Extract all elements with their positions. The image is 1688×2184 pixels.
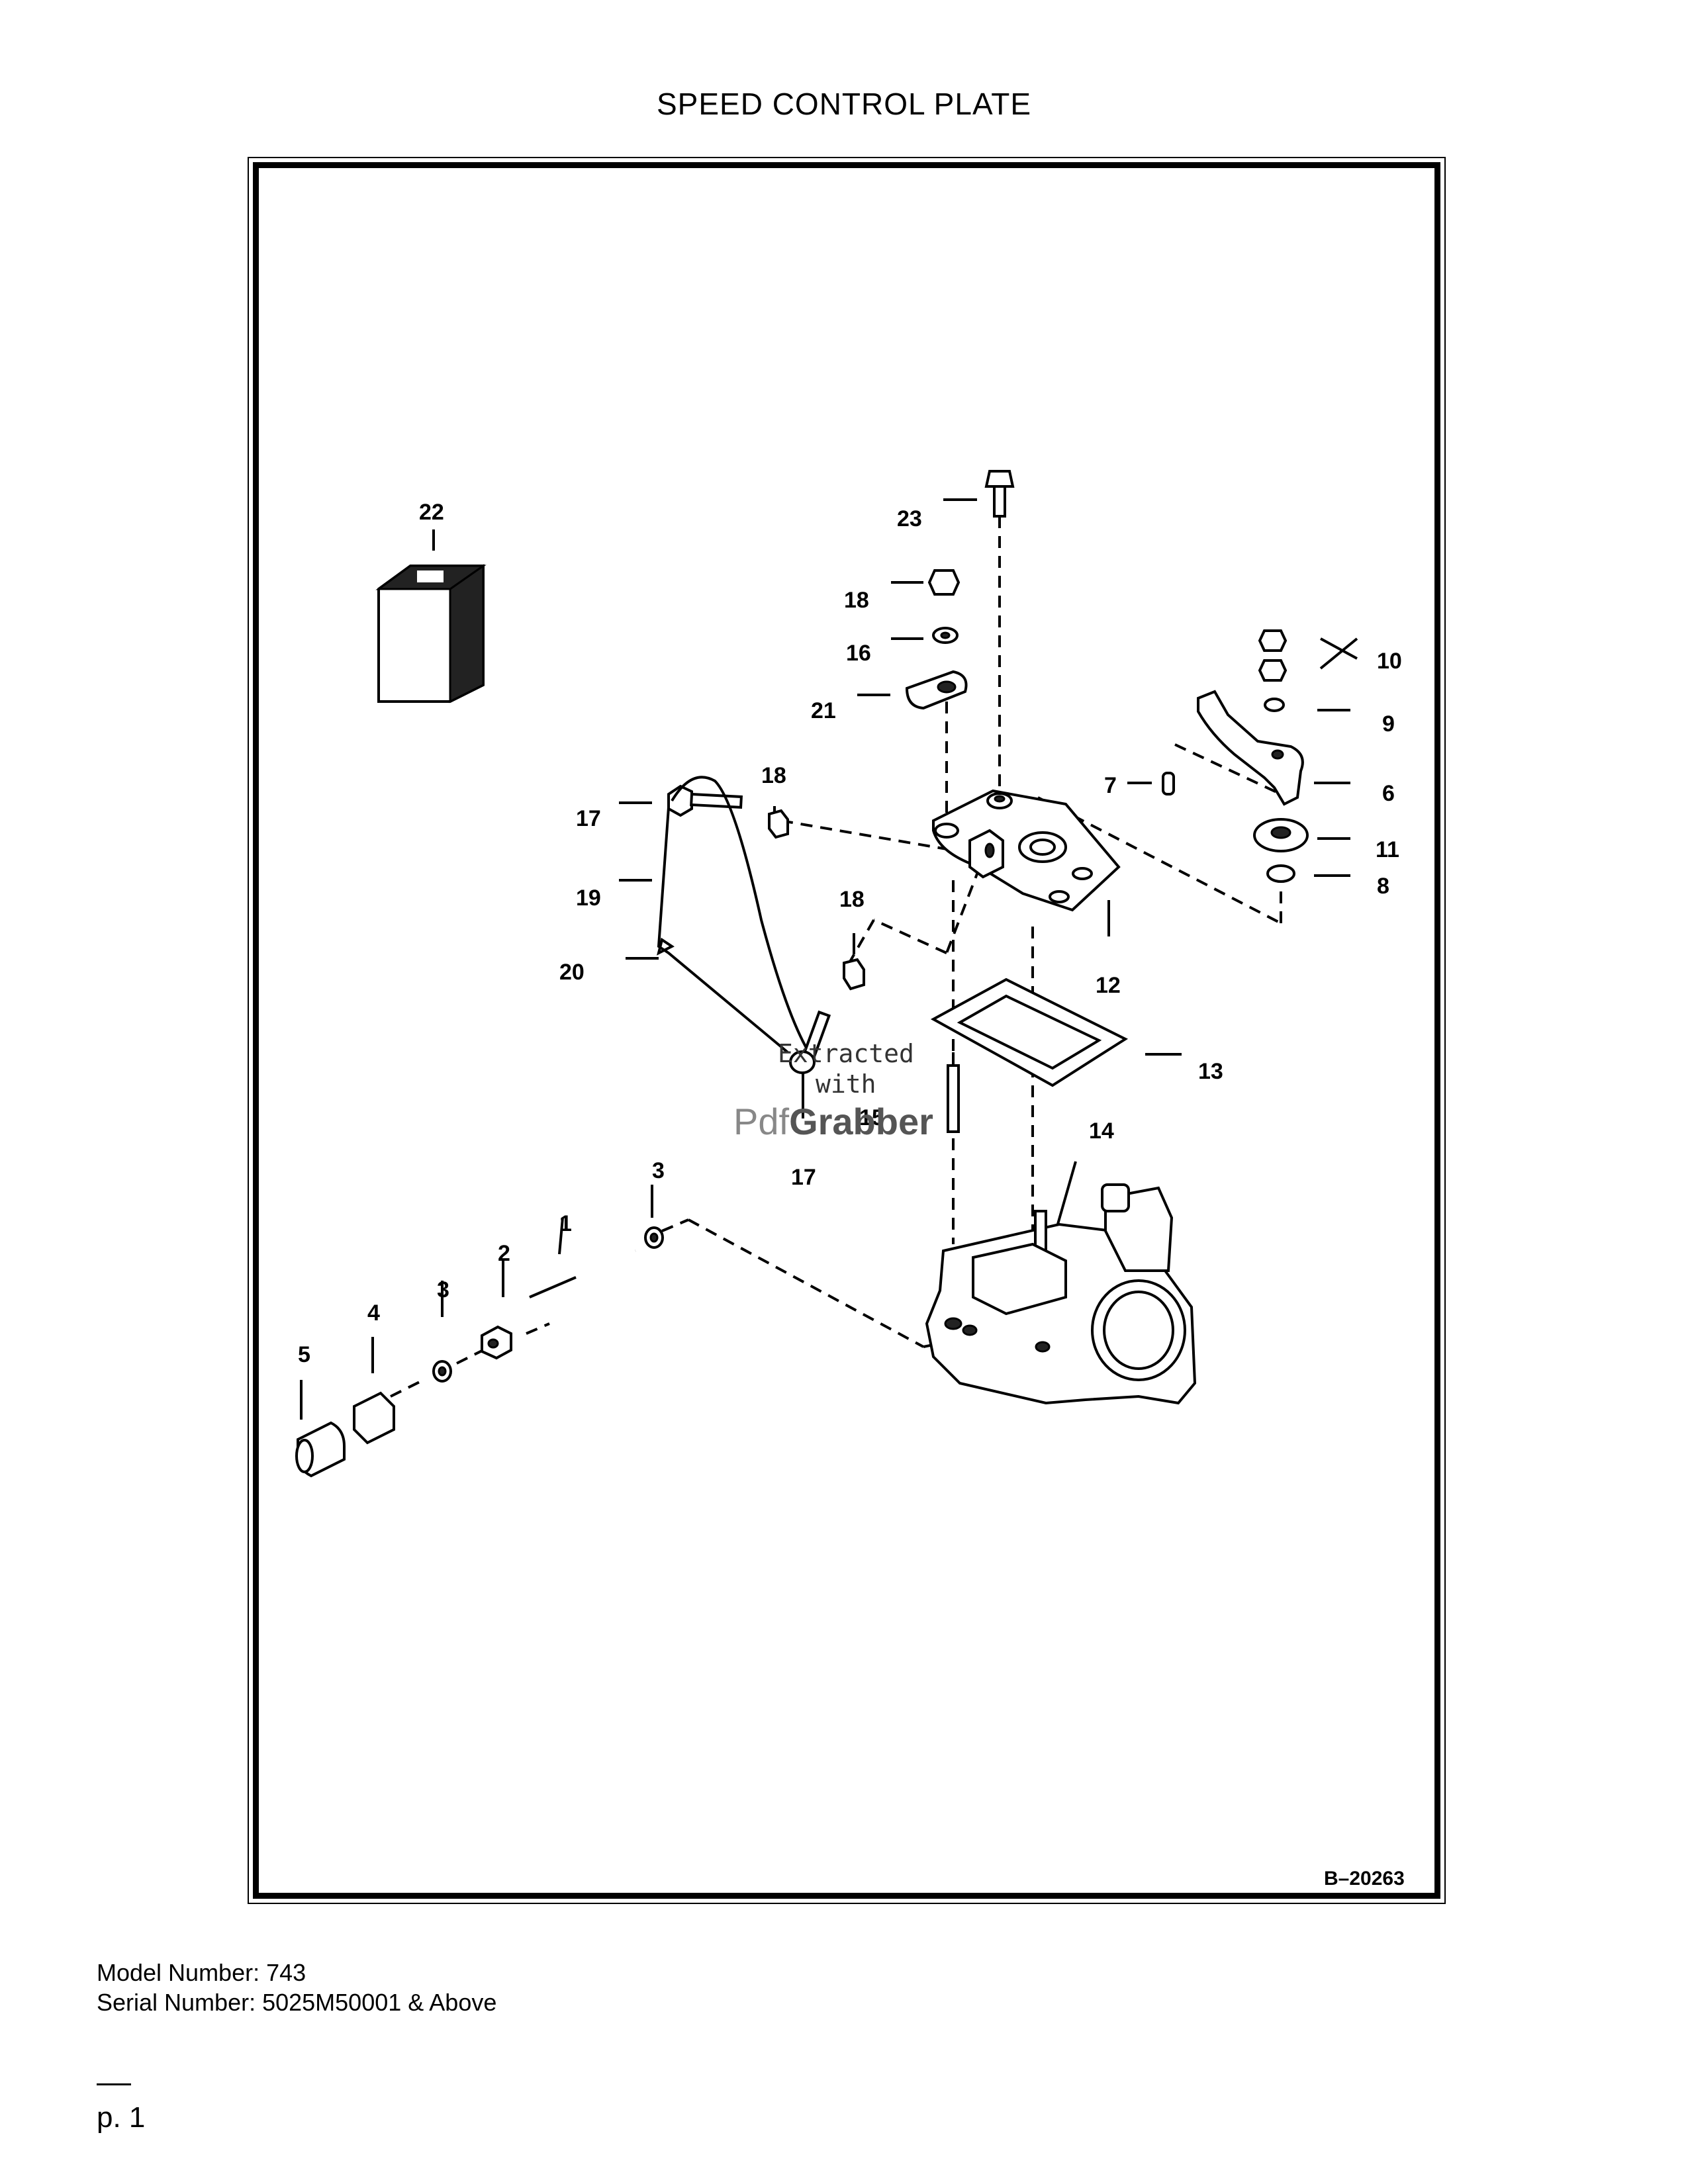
svg-text:14: 14 [1089,1118,1114,1144]
assembly-lines [390,516,1282,1398]
part-23-bolt [984,470,1015,518]
part-21-plate [905,670,968,710]
part-5-cap [295,1421,346,1478]
diagram-frame [253,162,1440,1899]
part-18-nut-middle [768,809,789,839]
part-4-coupler [353,1391,395,1445]
svg-text:8: 8 [1377,874,1389,899]
part-14-housing [925,1183,1197,1405]
part-22-box [375,564,487,704]
part-1-rod [528,1249,637,1299]
svg-text:18: 18 [761,763,786,788]
footer-rule [97,2083,131,2085]
part-2-nut [481,1325,512,1360]
watermark-brand: PdfGrabber [733,1100,933,1143]
svg-text:2: 2 [498,1241,510,1266]
svg-text:10: 10 [1377,649,1402,674]
svg-text:9: 9 [1382,711,1395,737]
svg-text:17: 17 [791,1165,816,1190]
watermark-line1: Extracted [778,1039,914,1068]
svg-text:22: 22 [419,500,444,525]
svg-text:15: 15 [859,1105,884,1130]
part-19-cable [657,776,812,1057]
serial-number: Serial Number: 5025M50001 & Above [97,1989,497,2016]
svg-text:18: 18 [844,588,869,613]
svg-text:21: 21 [811,698,836,723]
part-16-washer [932,627,959,644]
svg-text:3: 3 [437,1277,449,1302]
part-18-nut-top [927,569,961,596]
svg-text:5: 5 [298,1342,310,1367]
svg-text:6: 6 [1382,781,1395,806]
svg-text:3: 3 [652,1158,665,1183]
model-number: Model Number: 743 [97,1959,306,1986]
page-title: SPEED CONTROL PLATE [656,87,1031,121]
diagram-frame-outer [248,157,1446,1904]
svg-text:17: 17 [576,806,601,831]
leader-lines [300,498,1358,1420]
svg-text:13: 13 [1198,1059,1223,1084]
part-6-lever [1197,690,1304,806]
part-3-washer-upper [644,1226,664,1249]
part-7-key [1162,772,1175,796]
svg-text:7: 7 [1104,773,1117,798]
part-17-bolt-lower [789,1010,831,1074]
svg-text:11: 11 [1376,837,1399,862]
watermark-brand-bold: Grabber [789,1101,933,1142]
part-17-bolt-upper [667,784,743,817]
callouts: 1 2 3 3 4 5 6 7 8 9 10 11 12 13 14 15 16… [298,500,1402,1367]
svg-text:4: 4 [367,1300,380,1326]
part-10-nuts [1258,629,1288,682]
svg-text:23: 23 [897,506,922,531]
part-13-gasket [930,978,1129,1087]
svg-text:12: 12 [1096,973,1121,998]
svg-text:19: 19 [576,886,601,911]
drawing-number: B–20263 [1324,1868,1405,1889]
watermark-brand-light: Pdf [733,1101,790,1142]
svg-text:18: 18 [839,887,865,912]
svg-text:16: 16 [846,641,871,666]
part-15-stud [947,1064,960,1133]
part-12-plate [932,789,1121,912]
part-3-washer-lower [432,1360,452,1383]
part-18-nut-lower [843,958,865,991]
part-9-washer [1264,698,1285,712]
svg-text:1: 1 [559,1211,572,1236]
part-8-oring [1266,864,1295,883]
svg-text:20: 20 [559,960,585,985]
part-11-washer [1253,818,1309,852]
page-number: p. 1 [97,2101,146,2134]
watermark-line2: with [816,1069,876,1099]
